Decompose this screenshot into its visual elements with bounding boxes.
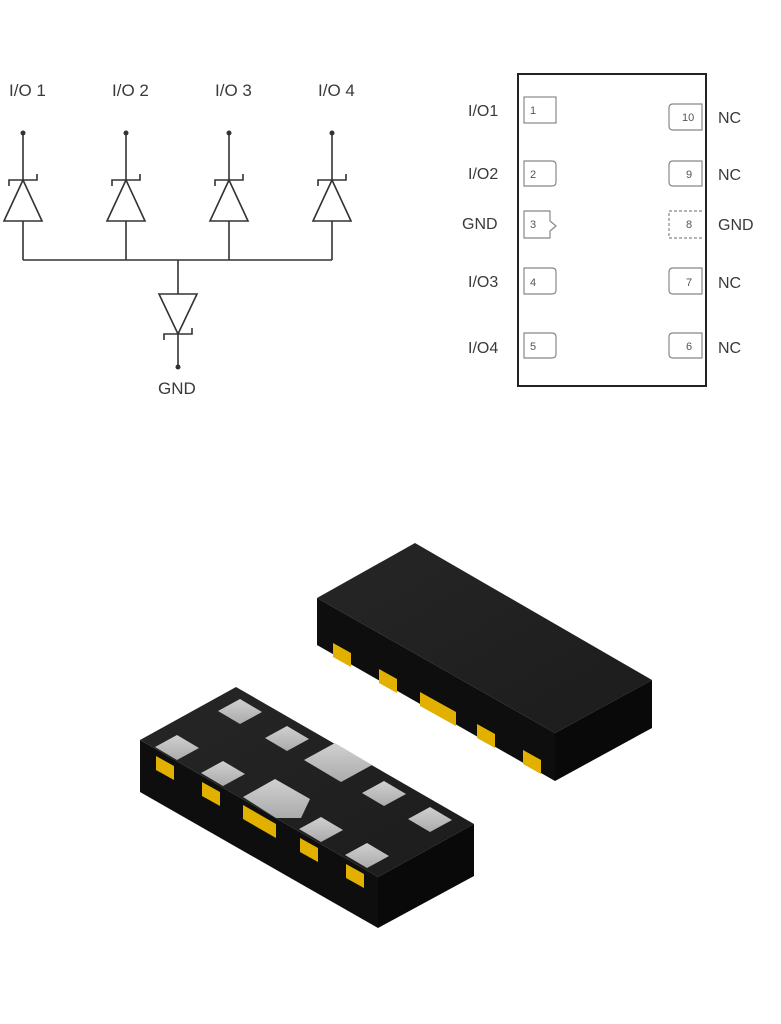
pin-number-6: 6 [686,341,692,353]
gold-pad [243,805,276,838]
silver-pad [362,781,406,806]
io-label-2: I/O 2 [112,81,149,100]
package-bottom-face [140,687,474,877]
pin-label-3: GND [462,216,498,233]
package-side-face [378,824,474,928]
pin-label-5: I/O4 [468,340,498,357]
pin-4: 4 I/O3 [468,267,557,295]
pin-number-4: 4 [530,277,536,289]
silver-pad [299,817,343,842]
silver-pad [304,743,372,782]
gold-pad [156,756,174,780]
package-side-face [555,680,652,781]
silver-pad [155,735,199,760]
pin-number-5: 5 [530,341,536,353]
io-label-4: I/O 4 [318,81,355,100]
pin-5: 5 I/O4 [468,332,557,359]
gold-pad [420,692,456,726]
package-top-view-render [317,543,652,781]
silver-pad [218,699,262,724]
pin-6: 6 NC [668,332,741,359]
tvs-diode-ground [157,260,199,370]
package-front-face [140,740,378,928]
io-label-1: I/O 1 [9,81,46,100]
pin-2: 2 I/O2 [468,160,557,187]
tvs-diode-2 [105,130,147,260]
gold-pad [477,724,495,748]
package-top-face [317,543,652,733]
pin-number-1: 1 [530,105,536,117]
pin-number-7: 7 [686,277,692,289]
tvs-diode-4 [311,130,353,260]
tvs-diode-3 [208,130,250,260]
schematic-diagram: I/O 1 I/O 2 I/O 3 I/O 4 [2,81,355,398]
silver-pad [201,761,245,786]
package-front-face [317,598,555,781]
pin-8: 8 GND [668,210,754,239]
ground-label: GND [158,379,196,398]
pin-1: 1 I/O1 [468,96,557,124]
silver-pad [408,807,452,832]
gold-pad [333,643,351,667]
pin-label-6: NC [718,340,741,357]
pin-10: 10 NC [668,103,741,131]
pin-number-10: 10 [682,112,694,124]
pin-label-4: I/O3 [468,274,498,291]
io-label-3: I/O 3 [215,81,252,100]
tvs-diode-1 [2,130,44,260]
gold-pad [300,838,318,862]
silver-pad [265,726,309,751]
pin-label-7: NC [718,275,741,292]
gold-pad [379,669,397,693]
pin-3: 3 GND [462,210,557,239]
silver-pad [243,779,310,818]
pin-number-3: 3 [530,219,536,231]
pin-number-8: 8 [686,219,692,231]
pin-9: 9 NC [668,160,741,187]
pin-number-9: 9 [686,169,692,181]
pin-label-9: NC [718,167,741,184]
gold-pad [202,782,220,806]
pin-label-2: I/O2 [468,166,498,183]
pin-label-10: NC [718,110,741,127]
silver-pad [345,843,389,868]
pin-7: 7 NC [668,267,741,295]
pin-number-2: 2 [530,169,536,181]
pin-label-1: I/O1 [468,103,498,120]
pinout-diagram: 1 I/O1 2 I/O2 3 GND 4 I/O3 5 I/O4 10 NC [462,73,754,387]
package-bottom-view-render [140,687,474,928]
gold-pad [523,750,541,774]
gold-pad [346,864,364,888]
pin-label-8: GND [718,217,754,234]
